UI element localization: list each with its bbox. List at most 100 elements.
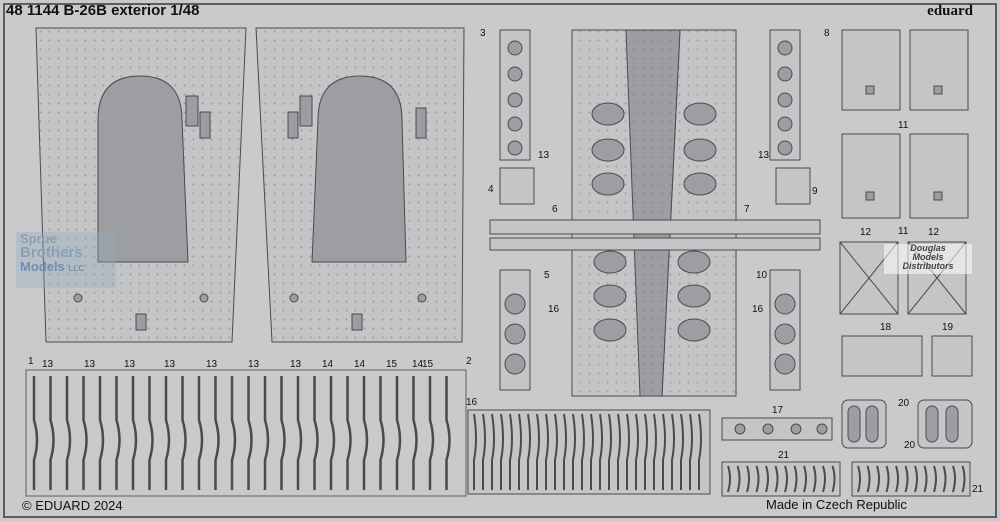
part-number-16a: 16	[548, 304, 560, 315]
part-number-12a: 12	[860, 227, 872, 238]
strip-part	[671, 413, 675, 490]
strip-part	[115, 376, 121, 490]
part-number-11b: 11	[898, 226, 909, 237]
strip-parts-21	[721, 461, 971, 497]
oval-hatch	[683, 172, 717, 196]
strip-label: 13	[124, 359, 136, 370]
oval-hatch	[677, 318, 711, 342]
oval-hatch	[591, 102, 625, 126]
strip-part	[608, 413, 612, 490]
strip-label: 13	[42, 359, 54, 370]
oval-hatch	[677, 284, 711, 308]
fret-frame	[3, 3, 997, 518]
part-number-13b: 13	[758, 150, 770, 161]
strip-part	[644, 413, 648, 490]
strip-part	[876, 465, 880, 493]
column-hole	[777, 92, 793, 108]
strip-part	[952, 465, 956, 493]
part-number-12b: 12	[928, 227, 940, 238]
strip-part	[626, 413, 630, 490]
strip-part	[379, 376, 385, 490]
strip-part	[509, 413, 513, 490]
strip-part	[581, 413, 585, 490]
strip-part	[554, 413, 558, 490]
strip-part	[831, 465, 836, 493]
strip-part	[518, 413, 522, 490]
strip-part	[662, 413, 666, 490]
strip-part	[545, 413, 549, 490]
parts-17	[721, 417, 833, 441]
column-hole	[507, 40, 523, 56]
strip-part	[491, 413, 495, 490]
strip-part	[895, 465, 899, 493]
part-number-9: 9	[812, 186, 818, 197]
part-number-20b: 20	[904, 440, 916, 451]
strip-part	[866, 465, 871, 493]
strip-part	[445, 376, 451, 490]
strip-label: 15	[386, 359, 398, 370]
strip-part	[961, 465, 966, 493]
strip-part	[933, 465, 937, 493]
strip-label: 14	[354, 359, 366, 370]
strip-part	[82, 376, 88, 490]
strip-part	[599, 413, 603, 490]
column-hole	[777, 116, 793, 132]
strip-label: 13	[84, 359, 96, 370]
part-number-19: 19	[942, 322, 954, 333]
part-number-18: 18	[880, 322, 892, 333]
side-columns	[499, 29, 811, 391]
strip-part	[563, 413, 567, 490]
parts-20	[841, 399, 973, 449]
watermark-line-2: Brothers	[20, 244, 83, 261]
watermark-douglas-1: Douglas	[910, 243, 946, 253]
strip-part	[313, 376, 319, 490]
strip-part	[346, 376, 352, 490]
strip-part	[500, 413, 504, 490]
oval-hatch	[683, 102, 717, 126]
made-in-label: Made in Czech Republic	[766, 497, 907, 512]
part-number-2: 2	[466, 356, 472, 367]
column-hole	[777, 66, 793, 82]
door-panel-right	[255, 27, 465, 343]
column-hole	[774, 293, 796, 315]
oval-hatch	[593, 250, 627, 274]
strip-part	[263, 376, 270, 490]
watermark-douglas: Douglas Models Distributors	[884, 244, 972, 274]
strip-part	[904, 465, 909, 493]
part-number-16b: 16	[752, 304, 764, 315]
column-hole	[507, 140, 523, 156]
strip-part	[32, 376, 39, 490]
door-panel-left	[35, 27, 247, 343]
watermark-line-1: Sprue	[20, 231, 57, 246]
strip-part	[653, 413, 657, 490]
strip-part	[793, 465, 798, 493]
strip-part	[857, 465, 861, 493]
column-hole	[504, 353, 526, 375]
strip-part	[181, 376, 187, 490]
strip-part	[412, 376, 418, 490]
column-hole	[777, 40, 793, 56]
strip-parts-16	[467, 409, 711, 495]
part-number-16c: 16	[466, 397, 478, 408]
strip-part	[914, 465, 918, 493]
strip-label: 13	[206, 359, 218, 370]
part-number-5: 5	[544, 270, 550, 281]
column-hole	[777, 140, 793, 156]
column-hole	[504, 293, 526, 315]
strip-part	[527, 413, 531, 490]
part-number-20a: 20	[898, 398, 910, 409]
column-hole	[774, 323, 796, 345]
part-number-8: 8	[824, 28, 830, 39]
oval-hatch	[591, 172, 625, 196]
strip-part	[572, 413, 576, 490]
strip-part	[617, 413, 621, 490]
strip-part	[822, 465, 826, 493]
strip-part	[755, 465, 760, 493]
part-number-3: 3	[480, 28, 486, 39]
part-number-10: 10	[756, 270, 768, 281]
strip-part	[230, 376, 237, 490]
part-number-21a: 21	[778, 450, 790, 461]
strip-part	[803, 465, 807, 493]
strip-part	[536, 413, 540, 490]
